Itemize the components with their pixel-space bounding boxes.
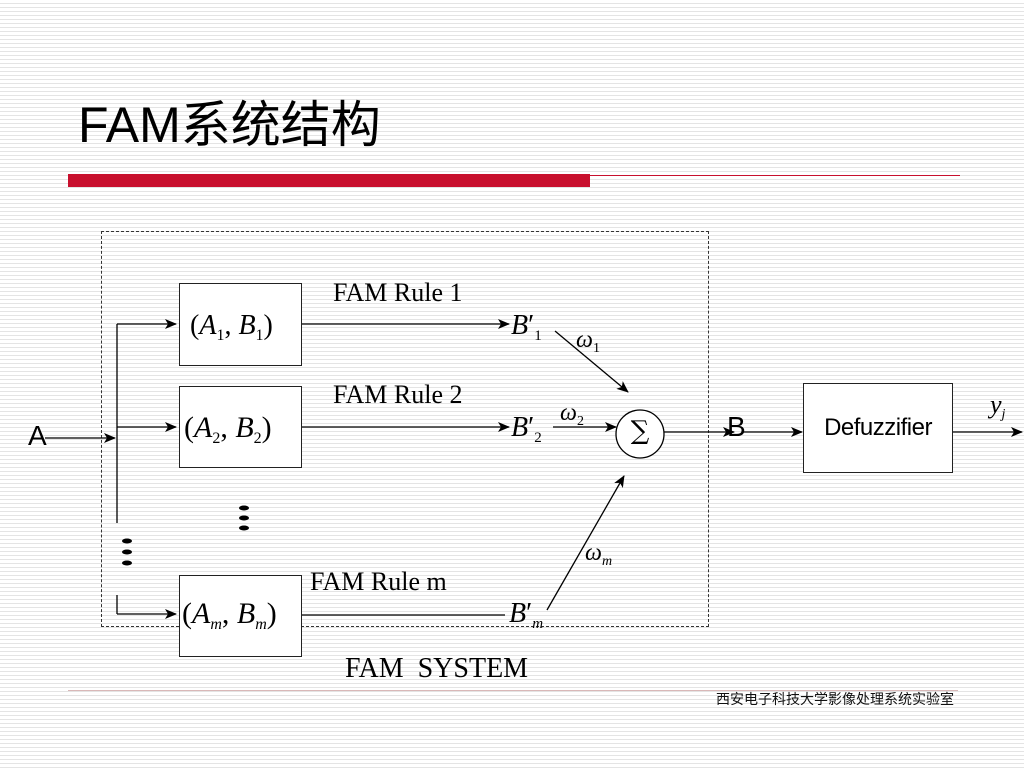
rule-box-1 xyxy=(179,283,302,366)
rule-box-m xyxy=(179,575,302,657)
rule-label-1: FAM Rule 1 xyxy=(333,278,463,307)
sum-junction xyxy=(615,409,665,459)
rule-label-m: FAM Rule m xyxy=(310,567,447,596)
final-output-label: yj xyxy=(990,390,1006,422)
weight-label-2: ω2 xyxy=(560,400,584,429)
rule-pair-1: (A1, B1) xyxy=(190,310,273,344)
sum-symbol: ∑ xyxy=(630,416,650,446)
rule-output-1: B′1 xyxy=(511,310,542,344)
title-underline-bar xyxy=(68,174,590,187)
ellipsis-dot xyxy=(239,515,249,521)
weight-label-m: ωm xyxy=(585,540,613,569)
defuzzifier-label: Defuzzifier xyxy=(824,414,932,441)
ellipsis-dot xyxy=(239,505,249,511)
title-underline-line xyxy=(590,175,960,176)
ellipsis-dot xyxy=(239,525,249,531)
rule-pair-2: (A2, B2) xyxy=(184,411,272,447)
footer-divider xyxy=(68,690,958,691)
defuzzifier-block: Defuzzifier xyxy=(803,383,953,473)
rule-box-2 xyxy=(179,386,302,468)
weight-arrow-m xyxy=(546,475,625,611)
rule-label-2: FAM Rule 2 xyxy=(333,380,463,409)
ellipsis-dot xyxy=(122,560,132,566)
rule-output-2: B′2 xyxy=(511,412,542,446)
input-label: A xyxy=(28,420,47,451)
fam-system-boundary xyxy=(101,231,709,627)
ellipsis-dot xyxy=(122,549,132,555)
rule-pair-m: (Am, Bm) xyxy=(182,597,277,633)
weight-arrow-1 xyxy=(554,330,629,393)
slide-title: FAM系统结构 xyxy=(78,97,381,153)
sum-output-label: B xyxy=(727,411,746,442)
ellipsis-dot xyxy=(122,538,132,544)
footer-text: 西安电子科技大学影像处理系统实验室 xyxy=(716,692,954,708)
rule-output-m: B′m xyxy=(509,598,544,632)
weight-label-1: ω1 xyxy=(576,327,600,356)
system-label: FAM SYSTEM xyxy=(345,653,529,684)
